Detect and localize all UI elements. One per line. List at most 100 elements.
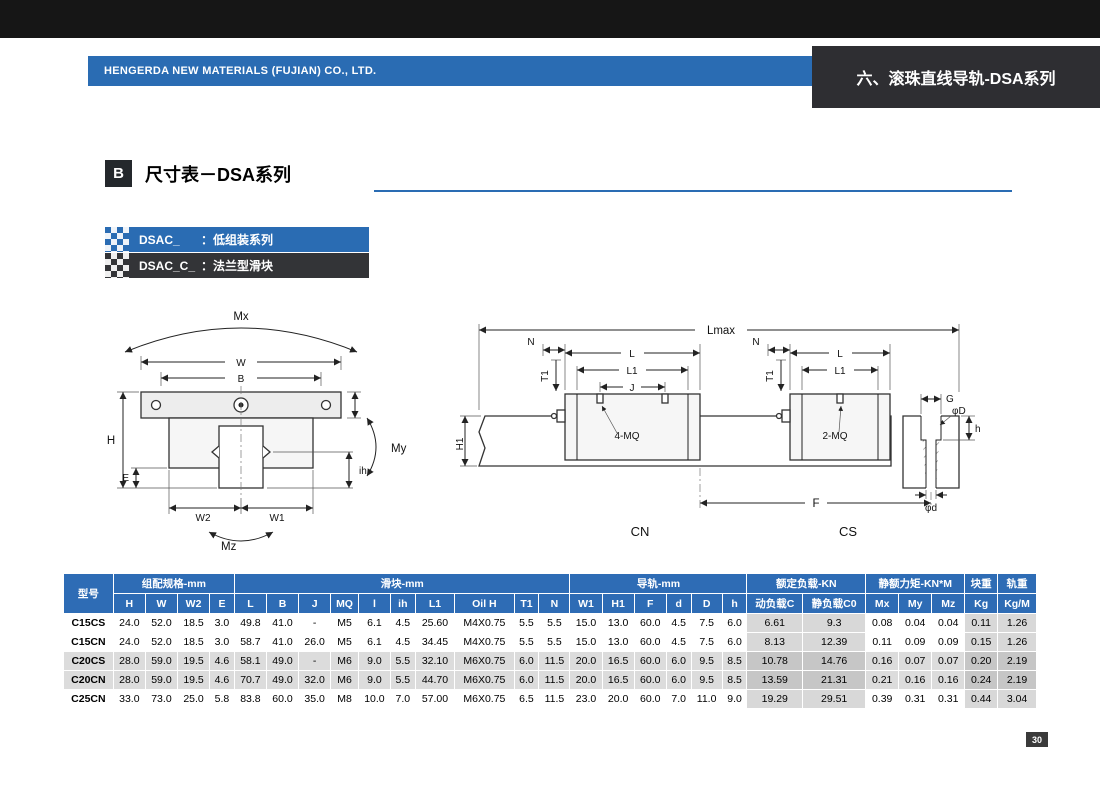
column-header: h (721, 593, 748, 614)
dim-label-h: H (107, 435, 115, 447)
table-cell: 0.39 (865, 689, 900, 709)
table-cell: 0.11 (865, 632, 900, 652)
table-cell: 4.5 (389, 613, 416, 633)
table-cell: 23.0 (569, 689, 603, 709)
mounting-hole (661, 393, 669, 404)
table-cell: - (298, 651, 332, 671)
column-header: W1 (569, 593, 603, 614)
table-cell: 5.5 (389, 651, 416, 671)
table-cell: 11.5 (538, 689, 571, 709)
table-cell: 20.0 (569, 651, 603, 671)
column-group-header: 导轨-mm (569, 573, 748, 594)
table-cell: 0.16 (931, 670, 966, 690)
table-cell: 58.1 (233, 651, 267, 671)
table-cell: 6.61 (746, 613, 804, 633)
table-cell: 4.5 (665, 613, 692, 633)
bolt-hole-outline (920, 416, 942, 488)
legend-item-flange-block: DSAC_C_ ：法兰型滑块 (105, 253, 369, 278)
grease-nipple-icon (775, 412, 783, 420)
table-cell: 34.45 (414, 632, 456, 652)
table-cell: 7.0 (389, 689, 416, 709)
checker-pattern-icon (105, 227, 129, 252)
table-cell: 44.70 (414, 670, 456, 690)
legend-code: DSAC_ (139, 232, 180, 247)
table-cell: 10.78 (746, 651, 804, 671)
table-cell: 5.8 (209, 689, 235, 709)
dim-label-my: My (391, 443, 407, 455)
table-cell: 35.0 (298, 689, 332, 709)
column-group-header: 型号 (63, 573, 114, 614)
legend-item-low-assembly: DSAC_ ：低组装系列 (105, 227, 369, 252)
table-cell: 0.16 (865, 651, 900, 671)
table-cell: 5.5 (538, 613, 571, 633)
table-cell: 7.5 (690, 613, 723, 633)
column-group-header: 额定负载-KN (746, 573, 867, 594)
table-cell: 11.5 (538, 670, 571, 690)
column-header: My (898, 593, 933, 614)
table-cell: 60.0 (633, 632, 667, 652)
table-cell: 9.0 (357, 651, 391, 671)
table-cell: 9.0 (721, 689, 748, 709)
company-header-bar: HENGERDA NEW MATERIALS (FUJIAN) CO., LTD… (88, 56, 812, 86)
carriage-block-cn (564, 393, 701, 461)
table-cell: 15.0 (569, 632, 603, 652)
table-cell: 41.0 (265, 632, 300, 652)
column-header: W (144, 593, 179, 614)
column-header: l (357, 593, 391, 614)
table-cell: 7.5 (690, 632, 723, 652)
model-cell: C20CN (63, 670, 114, 690)
dim-label-h-small: h (975, 424, 981, 435)
view-label-cn: CN (631, 524, 650, 539)
dim-label-t1: T1 (540, 370, 551, 382)
table-cell: 0.04 (898, 613, 933, 633)
table-cell: 13.0 (601, 632, 635, 652)
carriage-block-cs (789, 393, 891, 461)
dim-label-f: F (812, 498, 819, 510)
table-cell: 0.04 (931, 613, 966, 633)
table-cell: 41.0 (265, 613, 300, 633)
legend-desc: ：法兰型滑块 (201, 259, 274, 273)
column-header: N (538, 593, 571, 614)
flange-bolt-hole (320, 399, 332, 411)
column-header: F (633, 593, 667, 614)
dim-label-phid: φd (925, 503, 937, 514)
column-header: D (690, 593, 723, 614)
table-cell: 60.0 (633, 670, 667, 690)
dim-label-l1: L1 (626, 366, 638, 377)
table-cell: 32.0 (298, 670, 332, 690)
legend-code: DSAC_C_ (139, 258, 196, 273)
view-label-cs: CS (839, 524, 857, 539)
column-header: Mx (865, 593, 900, 614)
dim-label-w1: W1 (270, 513, 285, 524)
table-cell: 15.0 (569, 613, 603, 633)
column-header: 动负载C (746, 593, 804, 614)
column-header: ih (389, 593, 416, 614)
dim-label-t1: T1 (765, 370, 776, 382)
table-cell: 0.16 (898, 670, 933, 690)
table-cell: - (298, 613, 332, 633)
table-cell: 4.6 (209, 670, 235, 690)
table-cell: 11.5 (538, 651, 571, 671)
table-cell: 13.59 (746, 670, 804, 690)
table-cell: M8 (330, 689, 359, 709)
column-header: W2 (176, 593, 211, 614)
table-cell: 14.76 (802, 651, 867, 671)
dim-label-mz: Mz (221, 541, 237, 553)
table-cell: 29.51 (802, 689, 867, 709)
table-cell: 18.5 (176, 632, 211, 652)
dim-label-b: B (238, 374, 245, 385)
table-cell: 18.5 (176, 613, 211, 633)
column-header: MQ (330, 593, 359, 614)
table-cell: 5.5 (538, 632, 571, 652)
end-seal (781, 409, 791, 423)
table-cell: 4.5 (389, 632, 416, 652)
table-cell: 9.3 (802, 613, 867, 633)
side-view-drawing: Lmax H1 4-MQ N L L1 J (455, 324, 981, 539)
table-cell: 3.0 (209, 613, 235, 633)
column-header: Kg/M (997, 593, 1037, 614)
